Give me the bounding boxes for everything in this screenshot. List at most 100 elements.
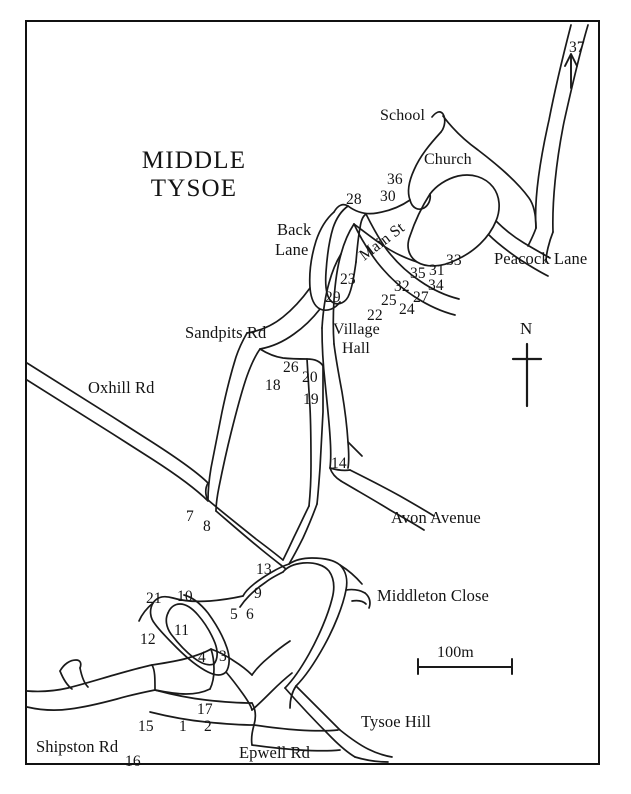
road-loop-right-inner (167, 603, 218, 665)
label-village-hall-line-2: Hall (342, 340, 370, 357)
road-southwest-of-church (353, 223, 418, 263)
site-number-18: 18 (265, 377, 281, 394)
road-9-5-spur-inner (239, 571, 284, 608)
road-to-centre-south-2 (215, 510, 287, 570)
site-number-10: 10 (177, 588, 193, 605)
label-shipston-rd: Shipston Rd (36, 737, 119, 756)
road-15-corner (151, 664, 156, 691)
site-number-15: 15 (138, 718, 154, 735)
site-number-7: 7 (186, 508, 194, 525)
road-15-upper (151, 648, 212, 666)
road-sandpits-upper-2 (259, 308, 321, 350)
road-tysoe-hill-out (339, 729, 393, 758)
site-number-1: 1 (179, 718, 187, 735)
road-church-island (407, 174, 500, 267)
site-number-13: 13 (256, 561, 272, 578)
site-number-35: 35 (410, 265, 426, 282)
road-centre-block-west (282, 505, 310, 561)
road-epwell-link-north (251, 640, 291, 676)
road-centre-east-edge (333, 343, 350, 469)
site-number-30: 30 (380, 188, 396, 205)
road-1-2-block-top (210, 648, 253, 676)
site-number-5: 5 (230, 606, 238, 623)
label-middleton-close: Middleton Close (377, 586, 489, 605)
label-back-lane-line-2: Lane (275, 240, 309, 259)
road-to-centre-south-1 (207, 499, 284, 561)
road-avon-avenue-south-edge (340, 480, 425, 531)
site-number-11: 11 (174, 622, 190, 639)
road-1-2-block-left (209, 648, 215, 690)
road-centre-block-west-inner (288, 503, 318, 565)
label-oxhill-rd: Oxhill Rd (88, 378, 155, 397)
site-number-33: 33 (446, 252, 462, 269)
site-number-23: 23 (340, 271, 356, 288)
road-epwell-bottom-2 (251, 744, 341, 752)
road-middleton-link (339, 564, 363, 585)
road-block-18-west-inner (215, 348, 261, 512)
road-shipston-branch-east (79, 667, 89, 688)
road-oxhill-south-edge (26, 379, 209, 502)
map-border-frame (25, 20, 600, 765)
compass-north-label: N (520, 319, 533, 338)
road-main-st-north-edge (365, 213, 460, 300)
road-back-lane-east (324, 205, 357, 305)
label-school: School (380, 107, 426, 124)
road-direction-arrow-head (564, 53, 578, 67)
site-number-24: 24 (399, 301, 415, 318)
road-shipston-south-edge (26, 689, 156, 711)
road-block-18-east (316, 365, 324, 505)
road-peacock-junction-2 (545, 231, 554, 263)
site-number-12: 12 (140, 631, 156, 648)
road-epwell-hook (289, 685, 297, 709)
site-number-8: 8 (203, 518, 211, 535)
road-loop-left-inner (165, 612, 215, 666)
label-church: Church (424, 151, 472, 168)
road-tysoe-hill-east (284, 687, 356, 758)
road-rect-block-outer (288, 557, 348, 687)
road-epwell-link-south (251, 672, 293, 711)
road-back-lane-spur (355, 213, 367, 263)
site-number-36: 36 (387, 171, 403, 188)
site-number-4: 4 (198, 649, 206, 666)
site-number-34: 34 (428, 277, 444, 294)
road-main-st-south-edge (353, 223, 456, 316)
label-epwell-rd: Epwell Rd (239, 743, 311, 762)
site-number-17: 17 (197, 701, 213, 718)
site-number-37: 37 (569, 39, 585, 56)
road-tysoe-hill-west (295, 685, 341, 731)
road-12-connector (138, 602, 154, 622)
road-peacock-junction-1 (527, 227, 537, 247)
road-oxhill-north-edge (26, 362, 209, 484)
site-number-6: 6 (246, 606, 254, 623)
road-shipston-north-edge (26, 664, 153, 693)
site-number-20: 20 (302, 369, 318, 386)
road-block-18-west (207, 332, 248, 501)
site-number-26: 26 (283, 359, 299, 376)
site-number-27: 27 (413, 289, 429, 306)
site-number-29: 29 (325, 289, 341, 306)
road-church-loop-west (407, 131, 442, 201)
site-number-21: 21 (146, 590, 162, 607)
road-tysoe-hill-out-2 (354, 756, 389, 763)
road-back-lane-top-cap (333, 203, 349, 213)
site-number-19: 19 (303, 391, 319, 408)
road-block-18-top (259, 348, 324, 367)
site-number-22: 22 (367, 307, 383, 324)
road-centre-west-edge (321, 327, 332, 469)
site-number-32: 32 (394, 278, 410, 295)
road-avon-junction (329, 467, 342, 482)
road-loop-top (152, 595, 244, 604)
road-middleton-close-spur-top (345, 588, 366, 594)
road-bottom-16-lower (149, 711, 255, 726)
road-north-east-west-edge (534, 24, 572, 229)
site-number-31: 31 (429, 262, 445, 279)
site-number-3: 3 (219, 648, 227, 665)
road-bottom-16-upper (154, 689, 253, 704)
road-north-east-link (442, 115, 537, 229)
road-shipston-branch-cap (59, 659, 82, 672)
road-block-18-east-inner (306, 358, 312, 507)
site-number-14: 14 (331, 455, 347, 472)
site-number-28: 28 (346, 191, 362, 208)
